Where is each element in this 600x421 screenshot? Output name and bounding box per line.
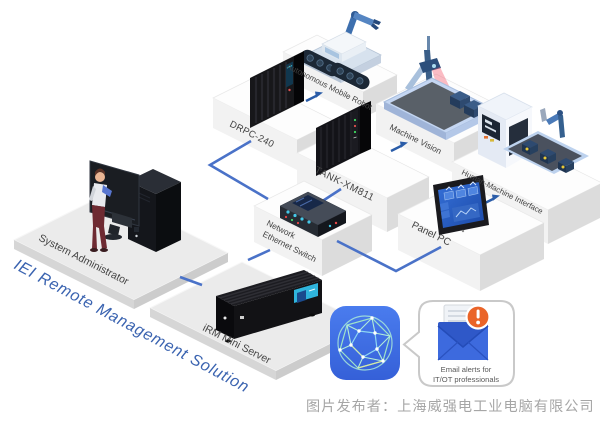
tile-system-administrator [12,192,230,309]
conveyor-box [558,158,574,173]
connector-drpc-to-switch [207,139,269,201]
tower-pc [128,169,181,252]
irm-mini-server-device [216,270,322,343]
administrator-person [89,168,112,252]
irm-app-icon [330,306,400,380]
callout-text-line1: Email alerts for [441,365,492,374]
alert-badge-icon [465,304,491,330]
email-alert-icon [437,304,491,361]
hmi-machine-illustration [477,92,589,174]
keyboard [112,212,132,228]
system-administrator-scene [89,160,181,252]
network-sphere-icon [337,315,393,371]
tank-xm811-device [316,101,371,176]
conveyor-box [450,91,470,109]
network-connectors [179,139,442,287]
drpc-240-device [250,51,304,128]
publisher-caption: 图片发布者：上海威强电工业电脑有限公司 [306,399,595,415]
callout-text-line2: IT/OT professionals [433,375,499,384]
conveyor-box [522,140,538,155]
connector-switch-to-irm [247,248,271,262]
panel-pc-device [433,175,489,235]
connector-switch-to-panelpc [336,239,442,273]
ethernet-switch-device [279,191,347,237]
amr-robot-illustration [300,11,382,90]
conveyor-box [540,149,556,164]
connector-sysadmin-to-irm [179,275,203,287]
machine-vision-illustration [382,36,496,140]
email-alert-callout: Email alerts for IT/OT professionals [402,300,515,387]
